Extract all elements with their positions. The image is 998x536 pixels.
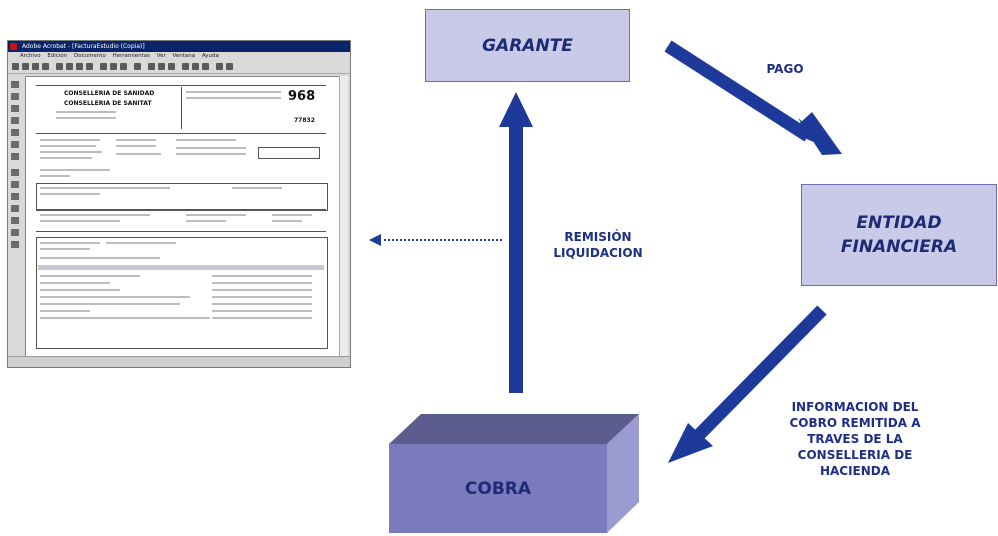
arrow-pago: [664, 40, 842, 155]
remision-line2: LIQUIDACION: [553, 246, 643, 260]
garante-label: GARANTE: [482, 35, 573, 56]
invoice-header-line2: CONSELLERIA DE SANITAT: [64, 100, 152, 107]
entidad-financiera-node: ENTIDAD FINANCIERA: [801, 184, 997, 286]
menu-ventana: Ventana: [172, 53, 196, 59]
remision-label: REMISIÓN LIQUIDACION: [548, 229, 648, 261]
menu-archivo: Archivo: [20, 53, 41, 59]
info-line-5: HACIENDA: [819, 464, 891, 478]
info-line-1: INFORMACION DEL: [791, 400, 919, 414]
arrow-informacion: [668, 305, 827, 463]
entidad-label-line2: FINANCIERA: [840, 237, 958, 257]
arrow-dotted-to-document: [369, 234, 502, 246]
menu-herramientas: Herramientas: [112, 53, 151, 59]
menu-ayuda: Ayuda: [201, 53, 219, 59]
invoice-page: CONSELLERIA DE SANIDAD CONSELLERIA DE SA…: [25, 76, 341, 359]
document-window: Adobe Acrobat - [FacturaEstudio (Copia)]…: [7, 40, 351, 368]
cobra-label: COBRA: [464, 479, 532, 499]
menu-documento: Documento: [73, 53, 106, 59]
document-titlebar: Adobe Acrobat - [FacturaEstudio (Copia)]: [8, 41, 350, 52]
document-menubar: Archivo Edición Documento Herramientas V…: [8, 52, 350, 61]
arrow-up-remision: [499, 92, 533, 393]
pago-label: PAGO: [766, 62, 804, 76]
invoice-code: 77832: [294, 117, 315, 124]
info-line-2: COBRO REMITIDA A: [789, 416, 921, 430]
info-line-4: CONSELLERIA DE: [797, 448, 913, 462]
document-scrollbar: [339, 76, 348, 357]
invoice-header-line1: CONSELLERIA DE SANIDAD: [64, 90, 155, 97]
menu-edicion: Edición: [47, 53, 68, 59]
invoice-number: 968: [288, 89, 316, 104]
document-statusbar: [8, 356, 350, 367]
document-toolbar: [8, 61, 350, 74]
acrobat-icon: [10, 43, 17, 50]
remision-line1: REMISIÓN: [564, 230, 632, 244]
document-lefttools: [10, 77, 20, 362]
cobra-box: [389, 414, 639, 533]
informacion-label: INFORMACION DEL COBRO REMITIDA A TRAVES …: [780, 399, 930, 479]
document-title: Adobe Acrobat - [FacturaEstudio (Copia)]: [22, 43, 145, 50]
garante-node: GARANTE: [425, 9, 630, 82]
info-line-3: TRAVES DE LA: [807, 432, 903, 446]
entidad-label-line1: ENTIDAD: [856, 213, 942, 233]
menu-ver: Ver: [156, 53, 166, 59]
